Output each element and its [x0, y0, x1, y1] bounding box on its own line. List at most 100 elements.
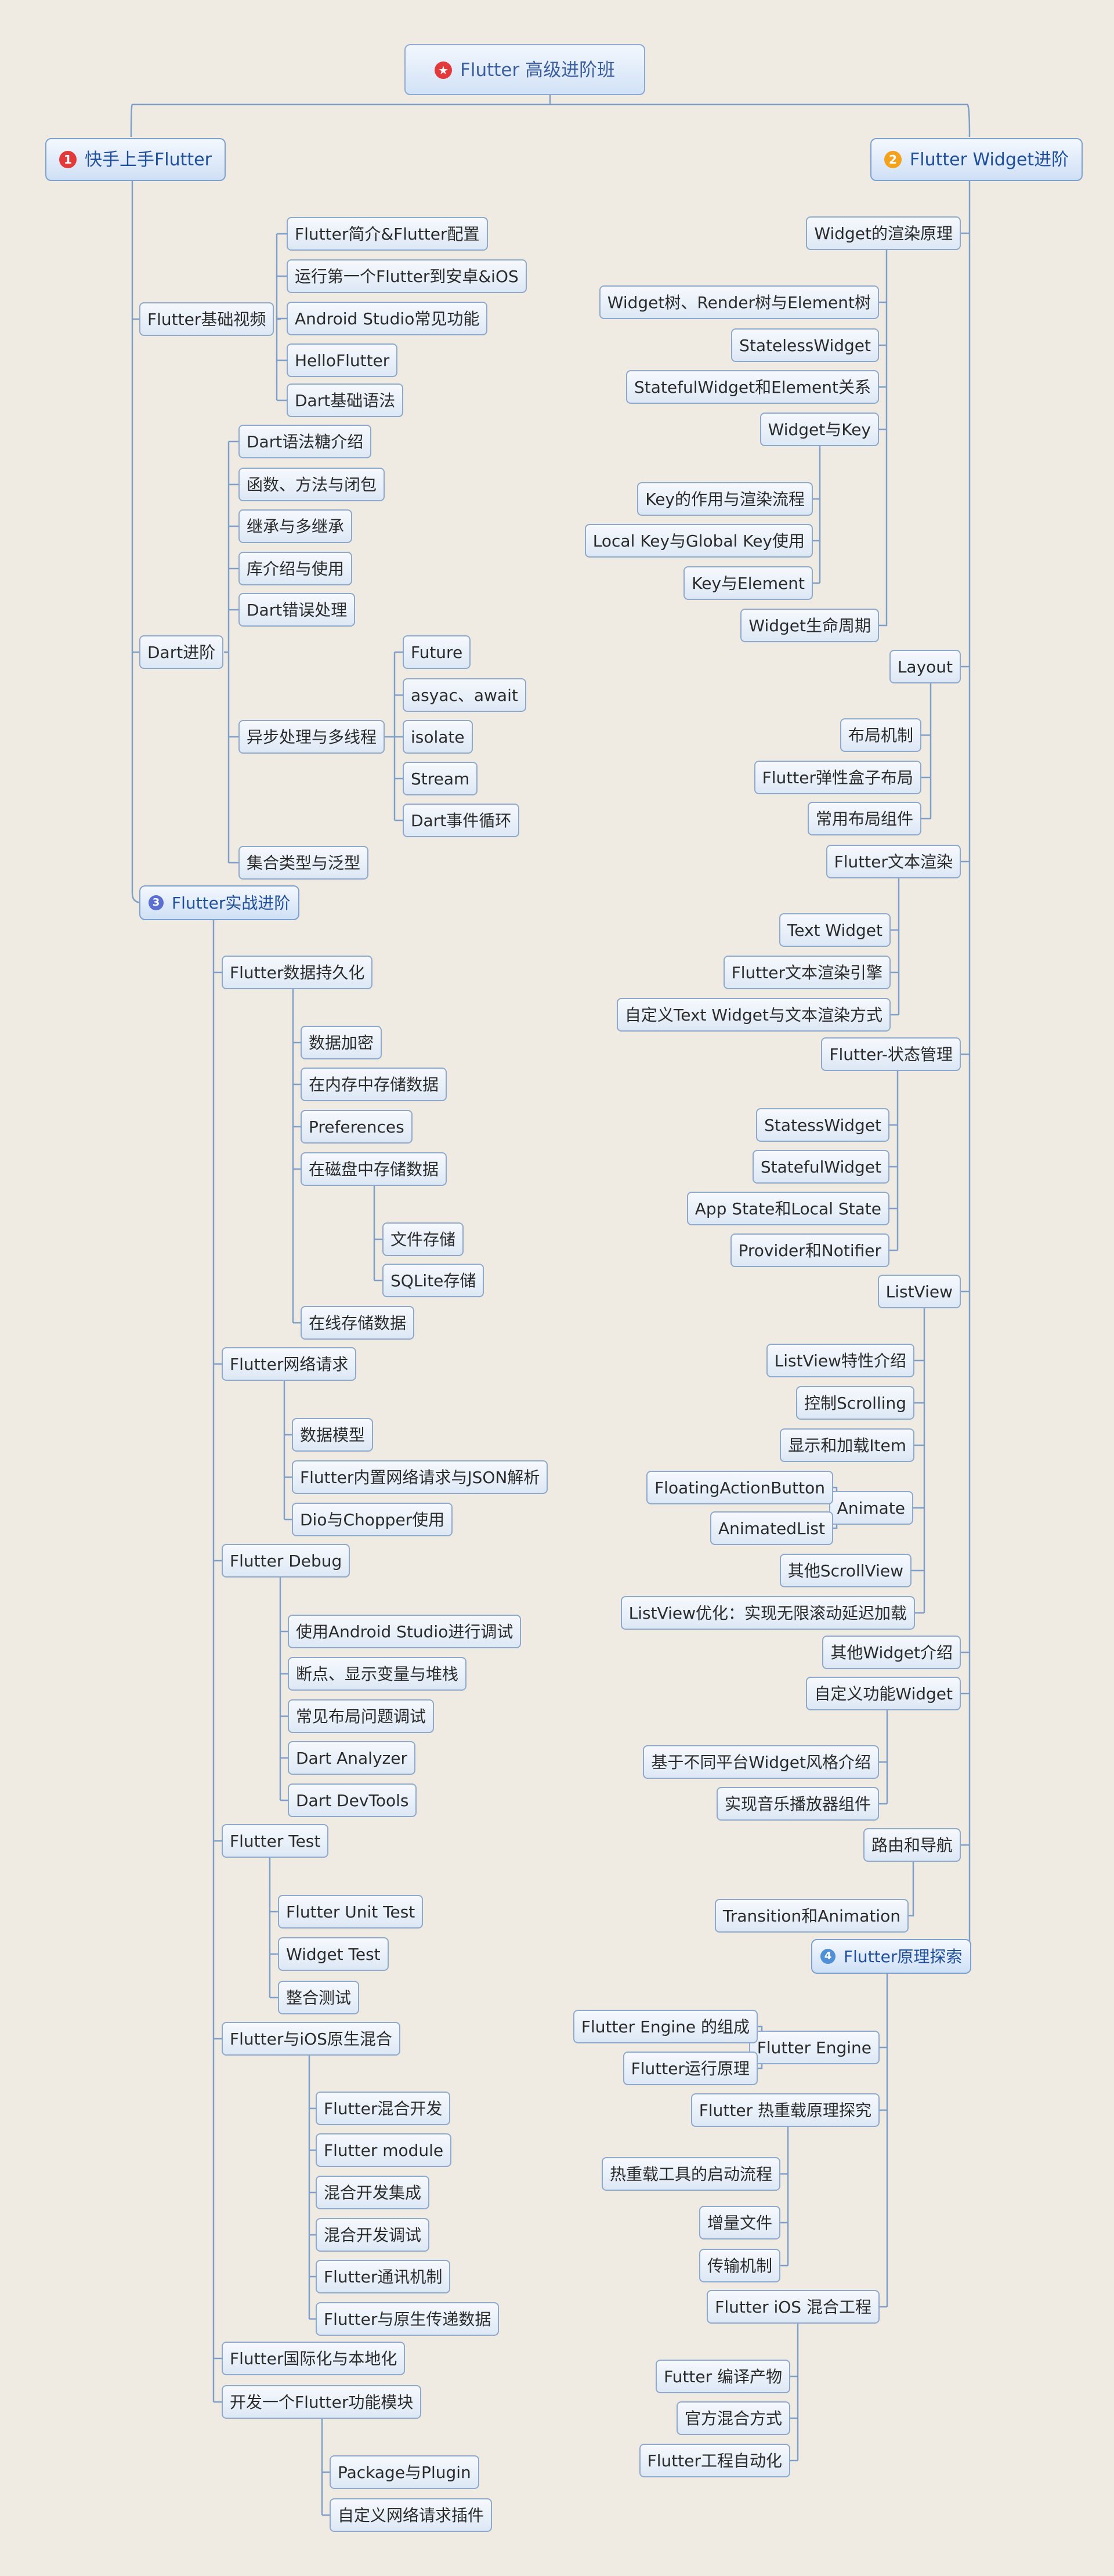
node-hybrid-integration[interactable]: 混合开发集成: [316, 2176, 430, 2209]
node-hybrid-dev[interactable]: Flutter混合开发: [316, 2092, 451, 2125]
node-data-encryption[interactable]: 数据加密: [301, 1026, 382, 1059]
node-common-layouts[interactable]: 常用布局组件: [807, 802, 921, 835]
node-listview-optimization[interactable]: ListView优化：实现无限滚动延迟加载: [620, 1596, 915, 1630]
node-listview-features[interactable]: ListView特性介绍: [766, 1344, 914, 1377]
node-communication[interactable]: Flutter通讯机制: [316, 2260, 451, 2293]
node-custom-function-widget[interactable]: 自定义功能Widget: [806, 1677, 961, 1710]
node-custom-network-plugin[interactable]: 自定义网络请求插件: [330, 2498, 493, 2532]
node-hot-reload[interactable]: Flutter 热重载原理探究: [690, 2093, 880, 2127]
node-widget-key[interactable]: Widget与Key: [759, 413, 879, 446]
node-text-engine[interactable]: Flutter文本渲染引擎: [723, 956, 891, 989]
node-local-global-key[interactable]: Local Key与Global Key使用: [584, 524, 813, 558]
node-dart-sugar[interactable]: Dart语法糖介绍: [238, 425, 372, 458]
node-package-plugin[interactable]: Package与Plugin: [330, 2455, 479, 2489]
node-layout-debug[interactable]: 常见布局问题调试: [288, 1699, 435, 1733]
node-text-widget[interactable]: Text Widget: [779, 913, 891, 947]
node-inheritance[interactable]: 继承与多继承: [238, 509, 353, 543]
node-disk-storage[interactable]: 在磁盘中存储数据: [301, 1152, 447, 1186]
node-integration-test[interactable]: 整合测试: [278, 1981, 360, 2014]
node-widget-trees[interactable]: Widget树、Render树与Element树: [599, 285, 879, 319]
node-preferences[interactable]: Preferences: [301, 1110, 413, 1144]
node-async-await[interactable]: asyac、await: [403, 678, 526, 712]
node-ios-hybrid[interactable]: Flutter与iOS原生混合: [222, 2022, 400, 2056]
node-stateful-widget[interactable]: StatefulWidget: [752, 1150, 889, 1184]
node-future[interactable]: Future: [403, 635, 471, 669]
node-project-automation[interactable]: Flutter工程自动化: [639, 2444, 790, 2477]
node-memory-storage[interactable]: 在内存中存储数据: [301, 1068, 447, 1101]
node-app-local-state[interactable]: App State和Local State: [686, 1192, 889, 1225]
node-android-studio[interactable]: Android Studio常见功能: [287, 302, 488, 335]
node-stateful-element[interactable]: StatefulWidget和Element关系: [625, 370, 879, 404]
node-builtin-network-json[interactable]: Flutter内置网络请求与JSON解析: [292, 1460, 548, 1494]
node-transition-animation[interactable]: Transition和Animation: [714, 1899, 909, 1933]
node-as-debugging[interactable]: 使用Android Studio进行调试: [288, 1615, 522, 1648]
node-animated-list[interactable]: AnimatedList: [710, 1511, 833, 1545]
node-engine-composition[interactable]: Flutter Engine 的组成: [573, 2010, 758, 2043]
node-text-render[interactable]: Flutter文本渲染: [826, 845, 961, 878]
node-online-storage[interactable]: 在线存储数据: [301, 1306, 415, 1340]
node-first-flutter[interactable]: 运行第一个Flutter到安卓&iOS: [287, 259, 527, 293]
node-control-scrolling[interactable]: 控制Scrolling: [795, 1386, 914, 1420]
node-data-model[interactable]: 数据模型: [292, 1418, 374, 1452]
node-isolate[interactable]: isolate: [403, 720, 473, 754]
node-transport-mechanism[interactable]: 传输机制: [699, 2249, 780, 2282]
node-flutter-basics-video[interactable]: Flutter基础视频: [139, 302, 274, 336]
node-animate[interactable]: Animate: [829, 1491, 913, 1525]
node-hot-reload-startup[interactable]: 热重载工具的启动流程: [601, 2157, 780, 2191]
node-hybrid-debug[interactable]: 混合开发调试: [316, 2218, 430, 2252]
node-compile-artifacts[interactable]: Futter 编译产物: [656, 2360, 790, 2393]
node-dart-basics[interactable]: Dart基础语法: [287, 383, 404, 417]
node-network[interactable]: Flutter网络请求: [222, 1347, 357, 1381]
node-flutter-module[interactable]: Flutter module: [316, 2133, 452, 2167]
node-stream[interactable]: Stream: [403, 762, 478, 795]
node-breakpoints[interactable]: 断点、显示变量与堆栈: [288, 1657, 467, 1691]
node-show-load-item[interactable]: 显示和加载Item: [780, 1428, 914, 1462]
node-widget-lifecycle[interactable]: Widget生命周期: [740, 609, 879, 642]
node-floating-action-button[interactable]: FloatingActionButton: [646, 1471, 833, 1504]
node-ios-hybrid-project[interactable]: Flutter iOS 混合工程: [707, 2290, 880, 2324]
node-runtime-principle[interactable]: Flutter运行原理: [623, 2052, 758, 2085]
node-routing-navigation[interactable]: 路由和导航: [863, 1828, 961, 1862]
node-async-threads[interactable]: 异步处理与多线程: [238, 720, 385, 754]
node-widget-test[interactable]: Widget Test: [278, 1937, 389, 1971]
node-flutter-engine[interactable]: Flutter Engine: [748, 2031, 880, 2064]
node-dio-chopper[interactable]: Dio与Chopper使用: [292, 1503, 453, 1536]
node-layout[interactable]: Layout: [889, 650, 961, 683]
node-statess-widget[interactable]: StatessWidget: [756, 1108, 889, 1142]
node-event-loop[interactable]: Dart事件循环: [403, 804, 520, 837]
node-flutter-test[interactable]: Flutter Test: [222, 1824, 329, 1858]
node-dart-advanced[interactable]: Dart进阶: [139, 635, 224, 669]
node-key-element[interactable]: Key与Element: [683, 566, 813, 600]
node-stateless-widget[interactable]: StatelessWidget: [731, 328, 879, 362]
node-sqlite-storage[interactable]: SQLite存储: [382, 1264, 484, 1297]
node-state-management[interactable]: Flutter-状态管理: [821, 1037, 961, 1071]
node-persistence[interactable]: Flutter数据持久化: [222, 956, 373, 989]
node-unit-test[interactable]: Flutter Unit Test: [278, 1895, 424, 1929]
node-incremental-files[interactable]: 增量文件: [699, 2206, 780, 2239]
node-file-storage[interactable]: 文件存储: [382, 1222, 464, 1256]
node-custom-text-widget[interactable]: 自定义Text Widget与文本渲染方式: [616, 998, 891, 1032]
node-layout-mechanism[interactable]: 布局机制: [840, 718, 921, 752]
node-native-data-passing[interactable]: Flutter与原生传递数据: [316, 2302, 500, 2336]
node-functions-closures[interactable]: 函数、方法与闭包: [238, 468, 385, 501]
root-node[interactable]: ★Flutter 高级进阶班: [404, 44, 646, 95]
node-listview[interactable]: ListView: [877, 1275, 961, 1308]
node-other-widgets[interactable]: 其他Widget介绍: [822, 1636, 961, 1669]
node-libraries[interactable]: 库介绍与使用: [238, 552, 353, 585]
node-hello-flutter[interactable]: HelloFlutter: [287, 343, 398, 377]
node-dart-devtools[interactable]: Dart DevTools: [288, 1783, 417, 1817]
node-widget-render[interactable]: Widget的渲染原理: [806, 216, 961, 250]
node-flutter-debug[interactable]: Flutter Debug: [222, 1544, 350, 1578]
node-provider-notifier[interactable]: Provider和Notifier: [730, 1233, 889, 1267]
node-key-render-flow[interactable]: Key的作用与渲染流程: [637, 482, 813, 516]
node-flutter-intro[interactable]: Flutter简介&Flutter配置: [287, 217, 488, 251]
node-official-hybrid[interactable]: 官方混合方式: [676, 2401, 790, 2435]
node-collections-generics[interactable]: 集合类型与泛型: [238, 846, 369, 880]
node-dart-analyzer[interactable]: Dart Analyzer: [288, 1741, 415, 1775]
node-dart-errors[interactable]: Dart错误处理: [238, 593, 356, 627]
node-other-scrollview[interactable]: 其他ScrollView: [779, 1554, 912, 1587]
